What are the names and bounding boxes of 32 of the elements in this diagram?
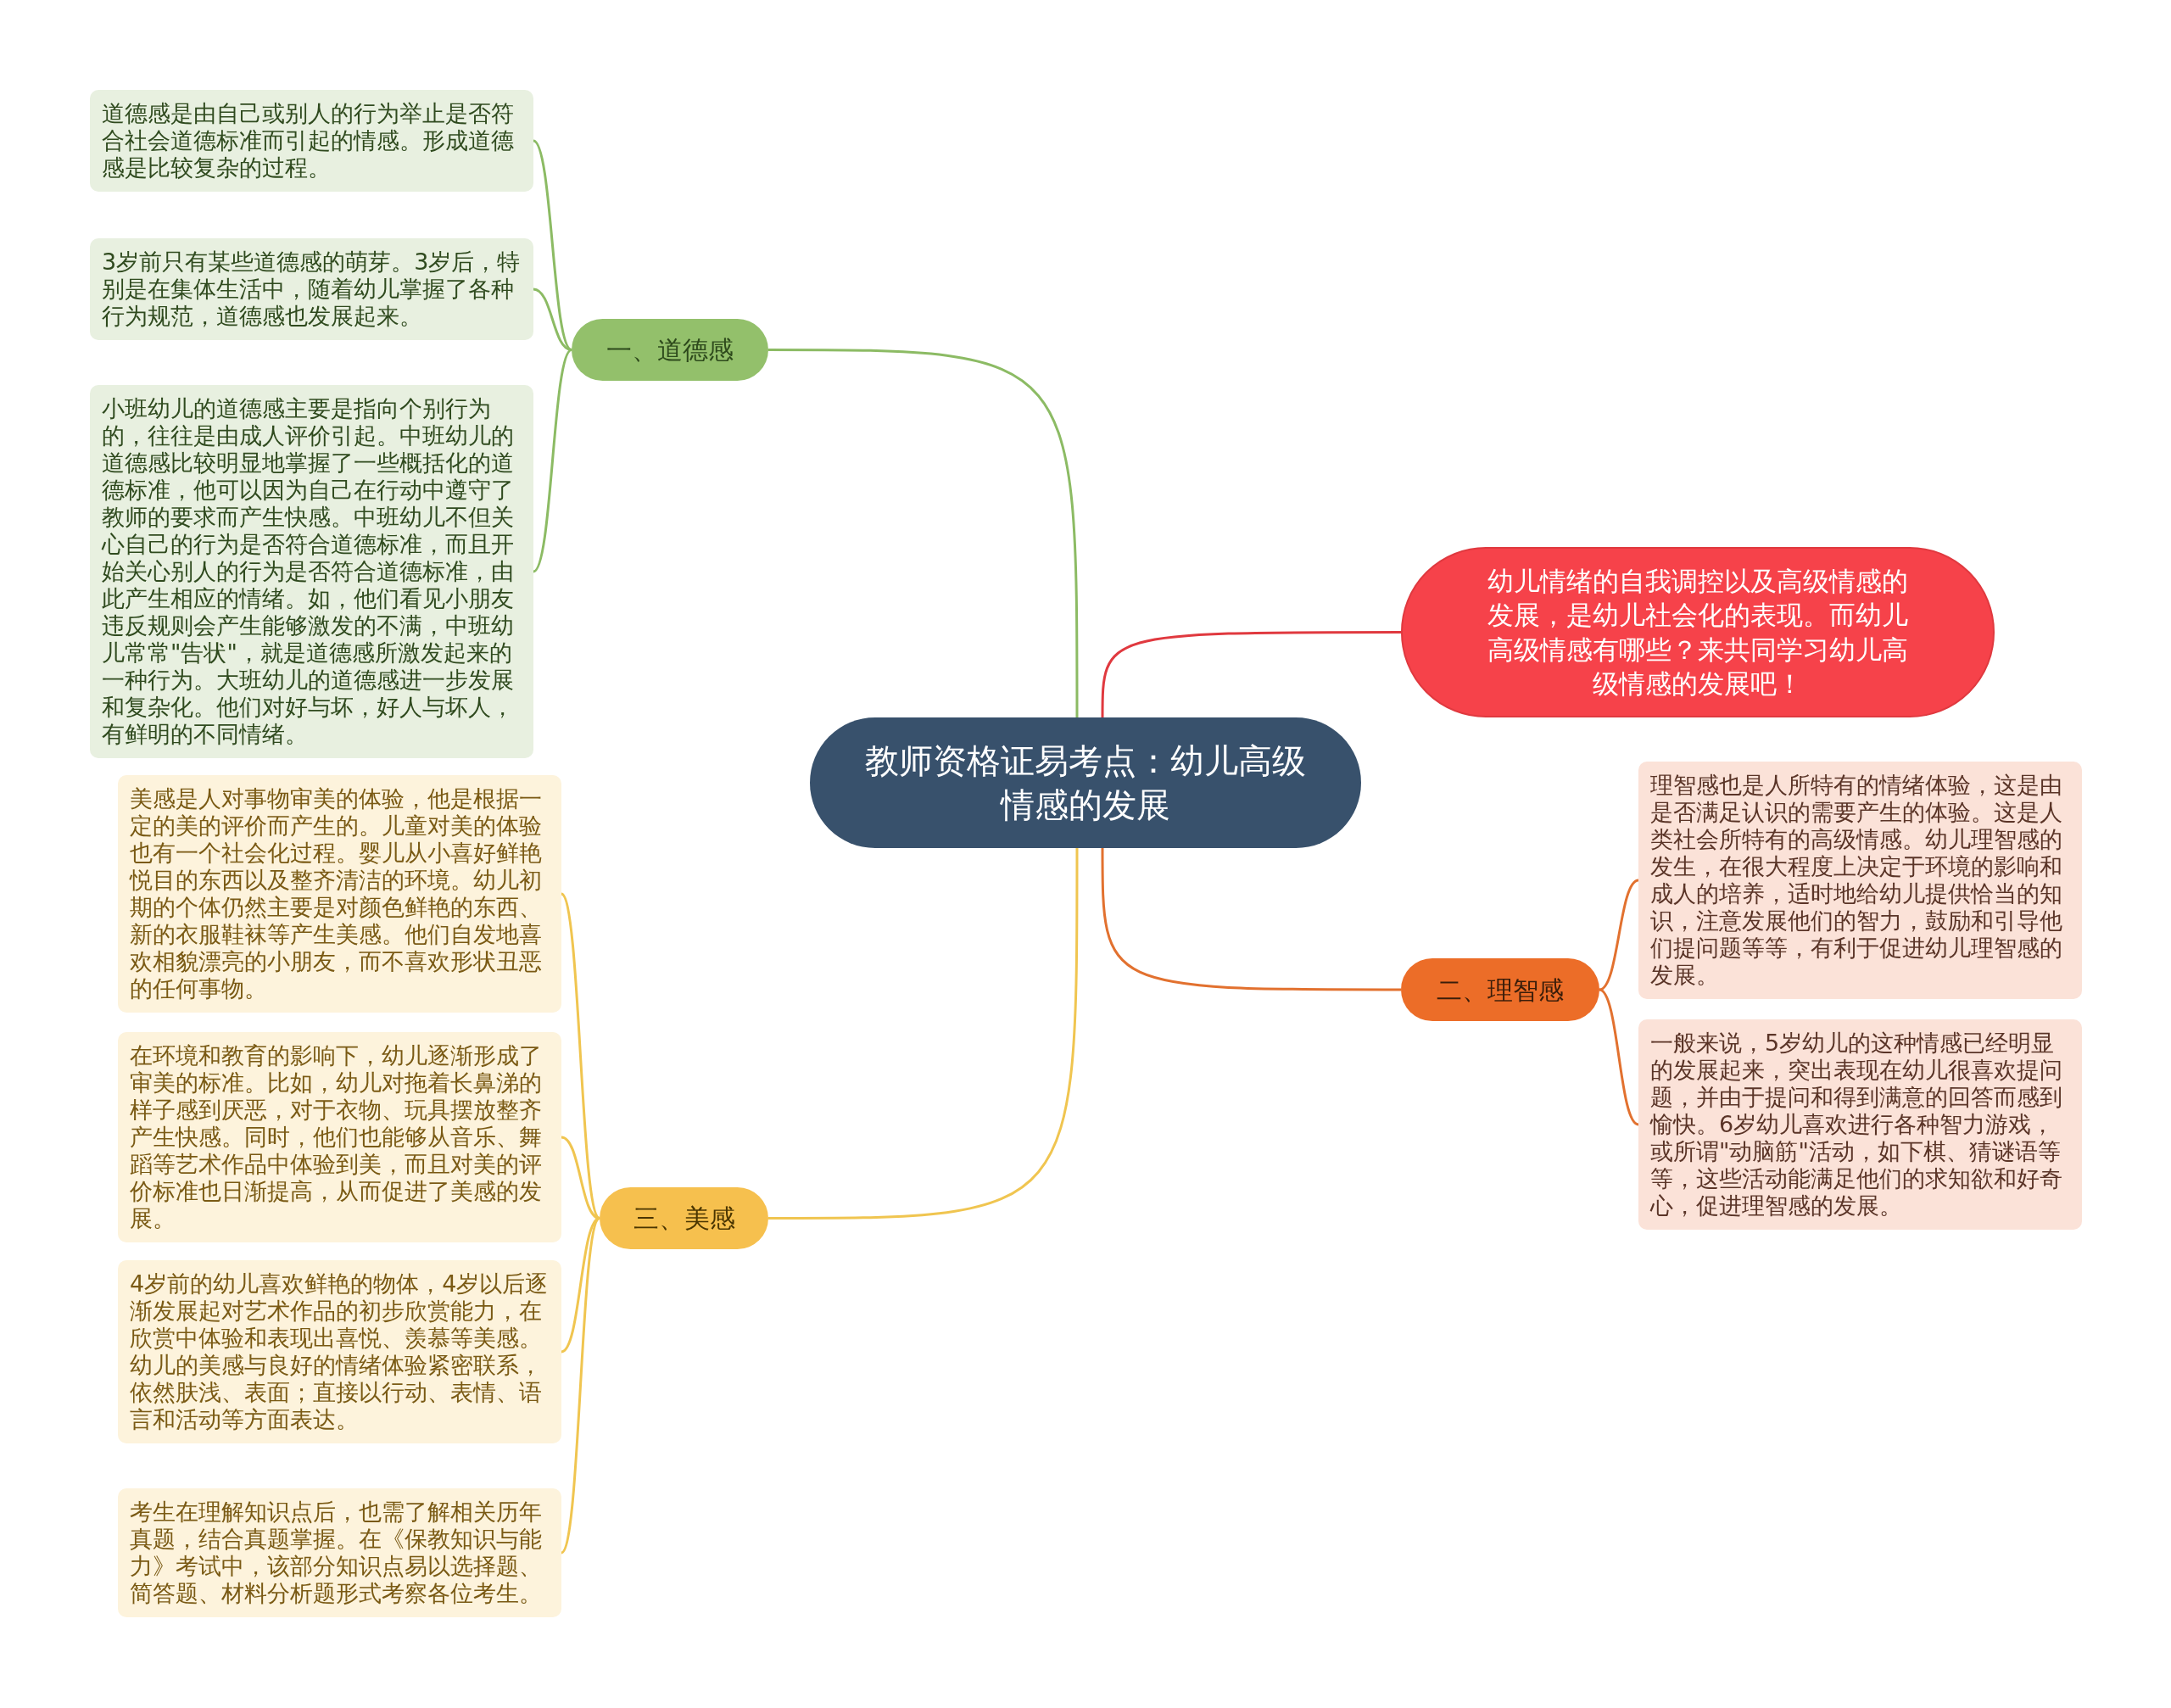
connector-line [560,1217,601,1554]
connector-line [1101,848,1401,991]
note-text: 4岁前的幼儿喜欢鲜艳的物体，4岁以后逐渐发展起对艺术作品的初步欣赏能力，在欣赏中体验和表现出喜悦、羡慕等美感。幼儿的美感与良好的情绪体验紧密联系，依然肤浅、表面；直接以行动、表情、语言和活动等方面表达。 [130,1270,550,1433]
connector-line [561,1136,600,1220]
note-text: 在环境和教育的影响下，幼儿逐渐形成了审美的标准。比如，幼儿对拖着长鼻涕的样子感到厌恶，对于衣物、玩具摆放整齐产生快感。同时，他们也能够从音乐、舞蹈等艺术作品中体验到美，而且对美的评价标准也日渐提高，从而促进了美感的发展。 [130,1042,543,1232]
note-card [118,1260,561,1443]
note-text: 理智感也是人所特有的情绪体验，这是由是否满足认识的需要产生的体验。这是人类社会所特有的高级情感。幼儿理智感的发生，在很大程度上决定于环境的影响和成人的培养，适时地给幼儿提供恰当的知识，注意发展他们的智力，鼓励和引导他们提问题等等，有利于促进幼儿理智感的发展。 [1650,772,2063,989]
branch-label: 三、美感 [633,1203,735,1235]
note-card [118,1032,561,1242]
note-text: 美感是人对事物审美的体验，他是根据一定的美的评价而产生的。儿童对美的体验也有一个社会化过程。婴儿从小喜好鲜艳悦目的东西以及整齐清洁的环境。幼儿初期的个体仍然主要是对颜色鲜艳的东西、新的衣服鞋袜等产生美感。他们自发地喜欢相貌漂亮的小朋友，而不喜欢形状丑恶的任何事物。 [130,785,543,1002]
note-text: 道德感是由自己或别人的行为举止是否符合社会道德标准而引起的情感。形成道德感是比较复杂的过程。 [102,100,515,181]
note-card [1638,1019,2082,1230]
intro-text: 幼儿情绪的自我调控以及高级情感的发展，是幼儿社会化的表现。而幼儿高级情感有哪些？来共同学习幼儿高级情感的发展吧！ [1487,564,1909,701]
note-card [90,238,533,340]
branch-label: 一、道德感 [606,334,734,366]
note-text: 3岁前只有某些道德感的萌芽。3岁后，特别是在集体生活中，随着幼儿掌握了各种行为规范，道德感也发展起来。 [102,248,522,330]
note-text: 考生在理解知识点后，也需了解相关历年真题，结合真题掌握。在《保教知识与能力》考试中，该部分知识点易以选择题、简答题、材料分析题形式考察各位考生。 [130,1499,543,1607]
connector-line [532,139,573,351]
note-card [118,1488,561,1617]
connector-line [768,848,1079,1220]
connector-line [1599,988,1639,1126]
connector-line [768,349,1079,717]
note-card [90,90,533,192]
note-text: 小班幼儿的道德感主要是指向个别行为的，往往是由成人评价引起。中班幼儿的道德感比较明显地掌握了一些概括化的道德标准，他可以因为自己在行动中遵守了教师的要求而产生快感。中班幼儿不但关心自己的行为是否符合道德标准，而且开始关心别人的行为是否符合道德标准，由此产生相应的情绪。如，他们看见小朋友违反规则会产生能够激发的不满，中班幼儿常常"告状"，就是道德感所激发起来的一种行为。大班幼儿的道德感进一步发展和复杂化。他们对好与坏，好人与坏人，有鲜明的不同情绪。 [102,395,515,748]
branch-label: 二、理智感 [1437,974,1564,1007]
note-text: 一般来说，5岁幼儿的这种情感已经明显的发展起来，突出表现在幼儿很喜欢提问题，并由于提问和得到满意的回答而感到愉快。6岁幼儿喜欢进行各种智力游戏，或所谓"动脑筋"活动，如下棋、猜谜语等等，这些活动能满足他们的求知欲和好奇心，促进理智感的发展。 [1650,1030,2063,1220]
connector-line [560,893,601,1220]
topic-text: 教师资格证易考点：幼儿高级情感的发展 [864,740,1307,826]
connector-line [532,349,573,573]
connector-line [533,287,572,351]
connector-line [1599,879,1639,991]
connector-line [1101,631,1401,717]
